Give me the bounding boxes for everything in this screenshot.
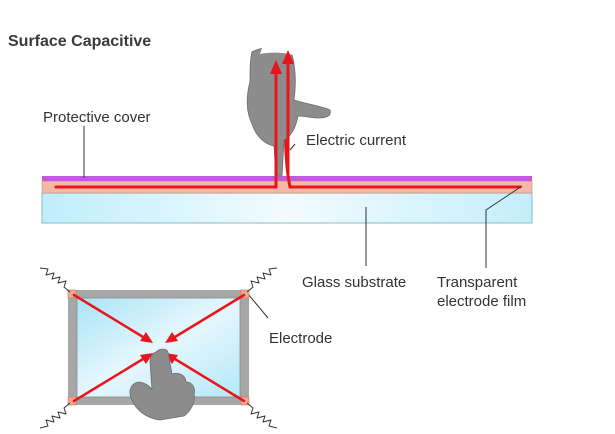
touch-arrow-from-top-left [72,293,150,342]
label-transparent-line1: Transparent [437,274,518,291]
resistor-top-left [39,267,71,293]
electrode-top-left [67,289,77,299]
label-protective-cover: Protective cover [43,109,151,126]
hand-icon [246,45,331,177]
label-glass-substrate: Glass substrate [302,274,407,291]
resistor-top-right [246,267,278,293]
touch-arrow-from-bottom-right [168,354,246,403]
touch-current-arrows [72,293,246,403]
touch-arrow-from-bottom-left [72,354,150,403]
leader-electrode-film [485,185,523,268]
label-electric-current: Electric current [306,132,407,149]
leader-electric-current [289,143,296,151]
electrode-top-right [240,289,250,299]
touch-hand-icon [129,348,195,421]
label-transparent-line2: electrode film [437,293,527,310]
leader-electrode [247,293,269,319]
resistor-bottom-right [246,402,278,429]
label-electrode: Electrode [269,330,333,347]
touch-arrow-from-top-right [168,293,246,342]
resistor-bottom-left [39,402,71,429]
leader-lines [83,126,523,319]
glass-substrate-layer [41,192,533,224]
diagram-title: Surface Capacitive [8,33,152,50]
resistor-zigzag-icon [39,267,278,429]
